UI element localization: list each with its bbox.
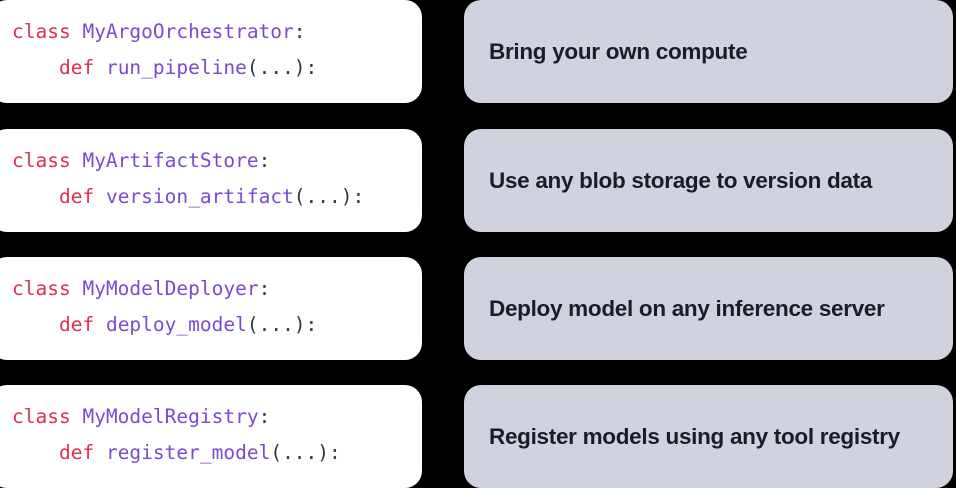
feature-label-card: Bring your own compute — [464, 0, 953, 103]
code-space — [94, 185, 106, 208]
feature-label-text: Deploy model on any inference server — [489, 296, 885, 321]
code-keyword-class: class — [12, 405, 71, 428]
code-class-name: MyArtifactStore — [82, 149, 259, 172]
code-snippet-card: class MyModelDeployer: def deploy_model(… — [0, 257, 422, 360]
code-args-ellipsis: (...): — [270, 441, 341, 464]
feature-label-text: Use any blob storage to version data — [489, 168, 873, 193]
feature-row: class MyModelRegistry: def register_mode… — [0, 385, 956, 488]
code-method-name: run_pipeline — [105, 56, 247, 79]
code-keyword-class: class — [12, 277, 71, 300]
code-indent — [12, 441, 59, 464]
code-args-ellipsis: (...): — [246, 56, 318, 79]
code-space — [94, 56, 106, 79]
code-space — [71, 20, 83, 43]
feature-row: class MyArgoOrchestrator: def run_pipeli… — [0, 0, 956, 103]
code-keyword-def: def — [58, 313, 95, 336]
code-method-name: register_model — [105, 441, 271, 464]
code-args-ellipsis: (...): — [246, 313, 318, 336]
code-colon: : — [258, 277, 271, 300]
feature-label-card: Register models using any tool registry — [464, 385, 953, 488]
feature-label-card: Use any blob storage to version data — [464, 129, 953, 232]
feature-row: class MyModelDeployer: def deploy_model(… — [0, 257, 956, 360]
code-colon: : — [258, 405, 271, 428]
code-indent — [12, 56, 59, 79]
code-colon: : — [258, 149, 271, 172]
code-space — [71, 277, 83, 300]
code-space — [71, 149, 83, 172]
code-space — [71, 405, 83, 428]
feature-label-text: Register models using any tool registry — [489, 424, 900, 449]
code-colon: : — [293, 20, 306, 43]
code-keyword-class: class — [12, 149, 71, 172]
code-snippet-card: class MyModelRegistry: def register_mode… — [0, 385, 422, 488]
feature-row: class MyArtifactStore: def version_artif… — [0, 129, 956, 232]
code-class-name: MyModelDeployer — [82, 277, 259, 300]
code-space — [94, 441, 106, 464]
feature-label-card: Deploy model on any inference server — [464, 257, 953, 360]
code-keyword-def: def — [58, 56, 95, 79]
code-line-def: def run_pipeline(...): — [12, 50, 422, 86]
feature-label-text: Bring your own compute — [489, 39, 748, 64]
code-snippet-card: class MyArtifactStore: def version_artif… — [0, 129, 422, 232]
code-line-class: class MyArgoOrchestrator: — [12, 14, 422, 50]
code-method-name: version_artifact — [105, 185, 294, 208]
code-line-class: class MyModelDeployer: — [12, 271, 422, 307]
code-keyword-def: def — [58, 441, 95, 464]
code-indent — [12, 185, 59, 208]
code-keyword-def: def — [58, 185, 95, 208]
code-keyword-class: class — [12, 20, 71, 43]
code-line-def: def register_model(...): — [12, 435, 422, 471]
code-line-class: class MyArtifactStore: — [12, 143, 422, 179]
code-line-class: class MyModelRegistry: — [12, 399, 422, 435]
code-line-def: def version_artifact(...): — [12, 179, 422, 215]
code-method-name: deploy_model — [105, 313, 247, 336]
code-space — [94, 313, 106, 336]
code-snippet-card: class MyArgoOrchestrator: def run_pipeli… — [0, 0, 422, 103]
code-args-ellipsis: (...): — [293, 185, 365, 208]
code-line-def: def deploy_model(...): — [12, 307, 422, 343]
code-class-name: MyModelRegistry — [82, 405, 259, 428]
code-indent — [12, 313, 59, 336]
code-class-name: MyArgoOrchestrator — [82, 20, 294, 43]
